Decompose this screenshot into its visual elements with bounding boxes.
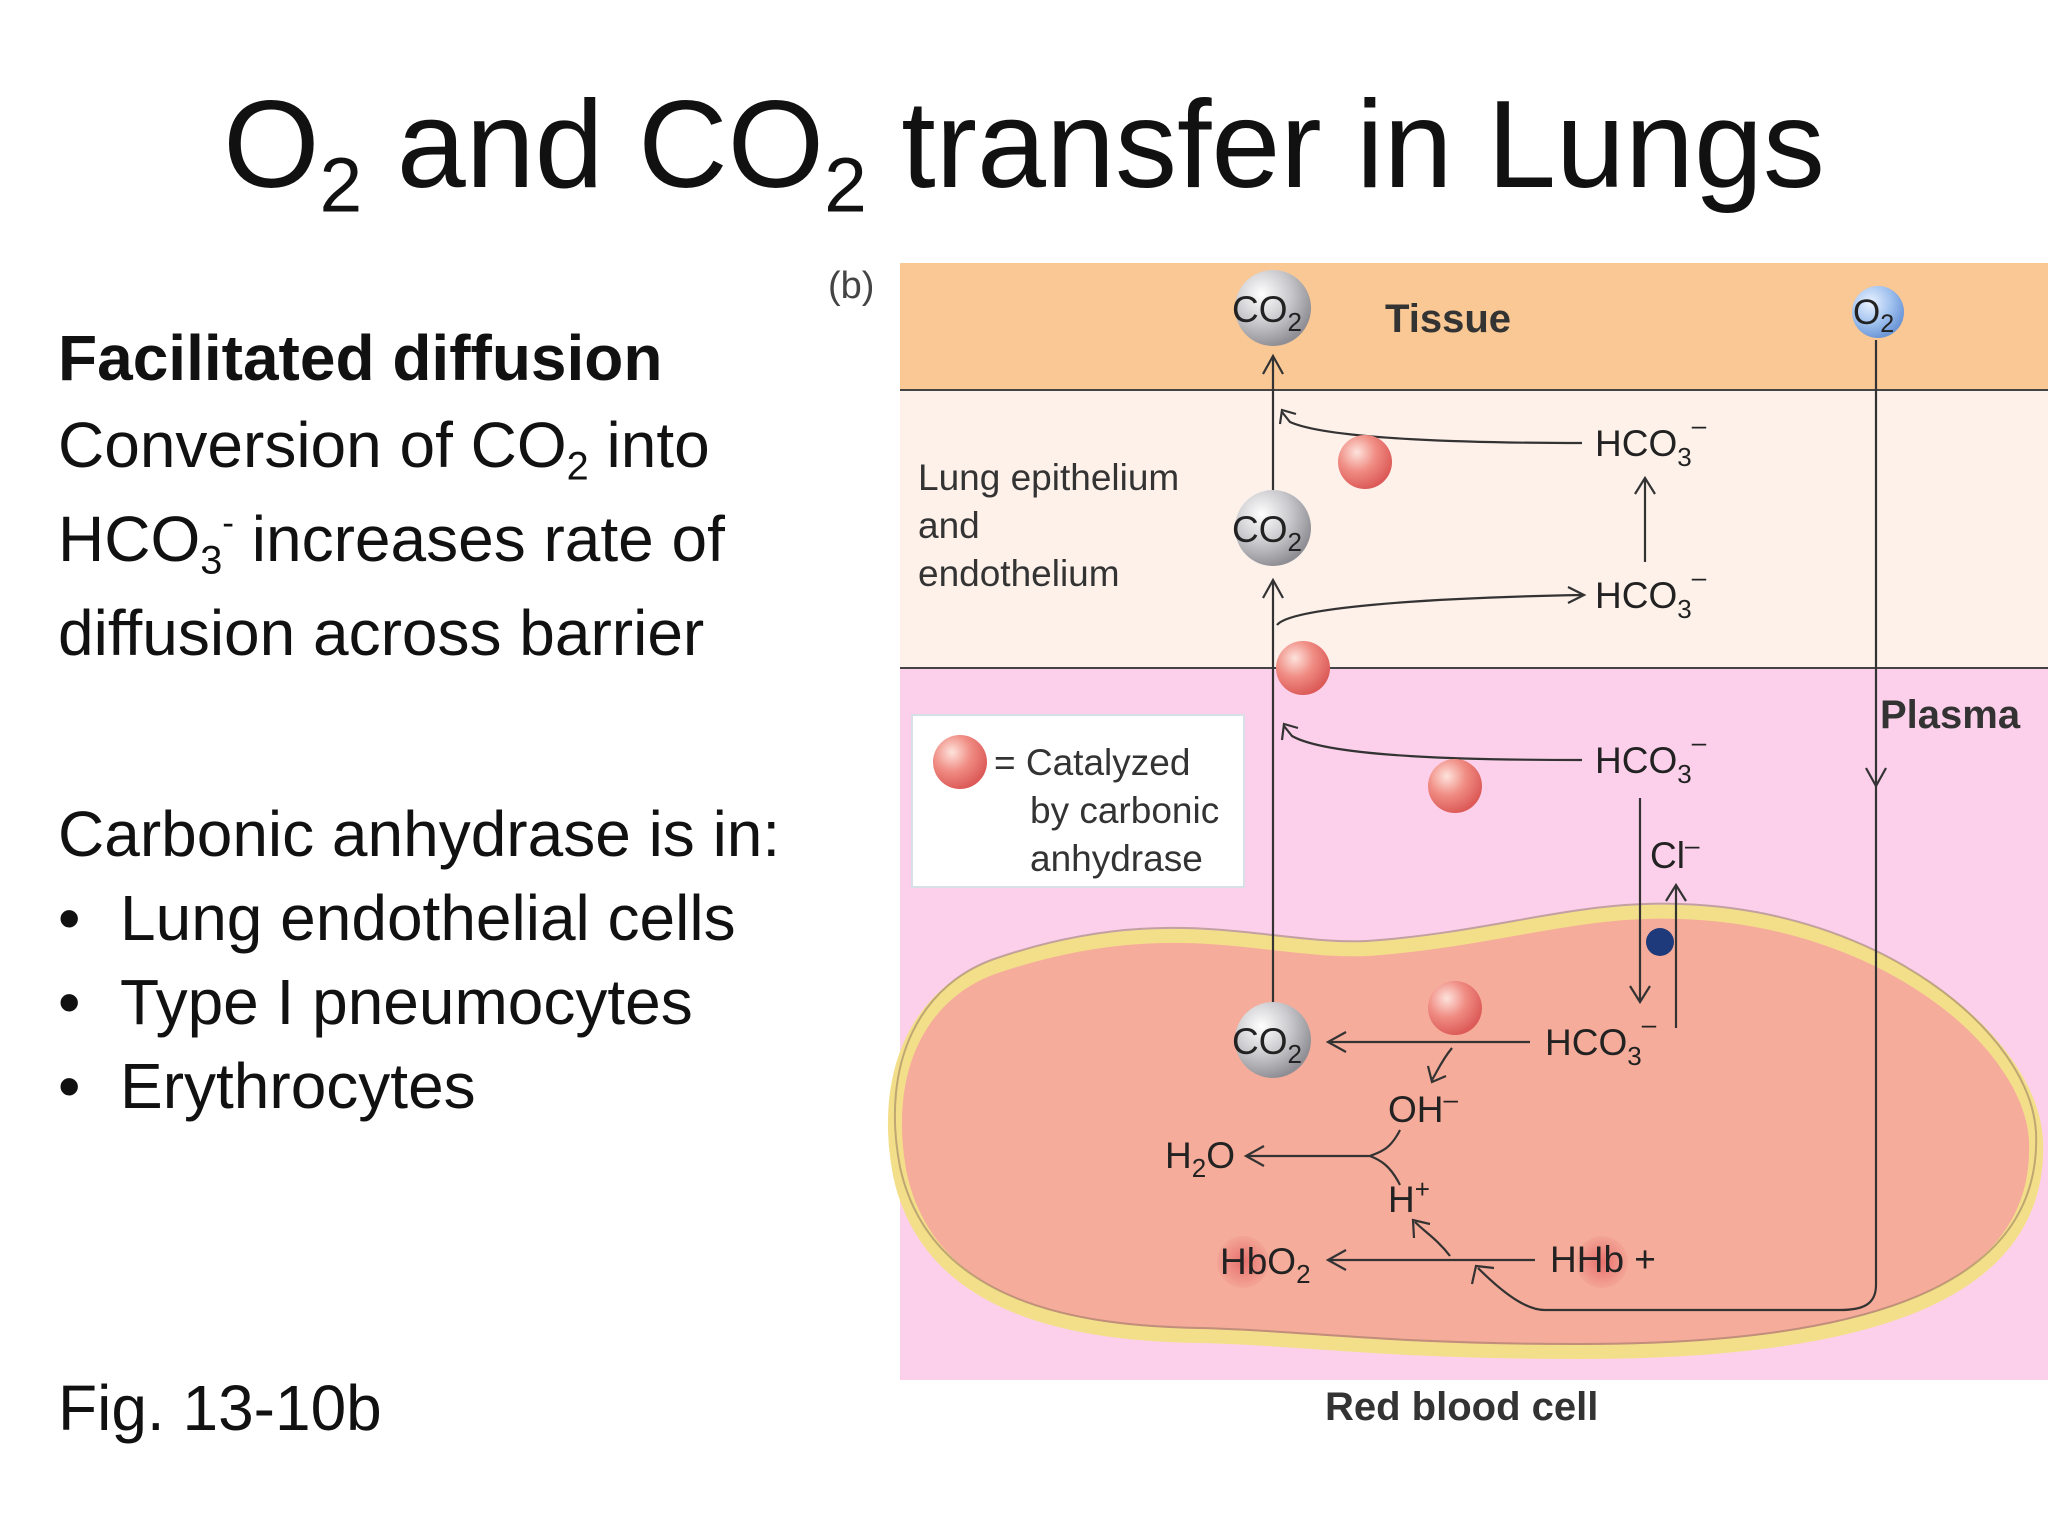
co2-label-rbc: CO2 bbox=[1232, 1021, 1302, 1069]
o2-sphere bbox=[1852, 286, 1904, 338]
hco3-label-epi-bottom: HCO3– bbox=[1595, 562, 1707, 624]
facilitated-diffusion-heading: Facilitated diffusion bbox=[58, 322, 663, 394]
h2o-label: H2O bbox=[1165, 1135, 1235, 1183]
oh-label: OH– bbox=[1388, 1084, 1459, 1130]
hbo2-label: HbO2 bbox=[1220, 1241, 1311, 1289]
pathway-arrows bbox=[1243, 340, 1887, 1312]
co2-sphere bbox=[1235, 270, 1311, 346]
hhb-sphere bbox=[1576, 1236, 1628, 1288]
hco3-label-epi-top: HCO3– bbox=[1595, 410, 1707, 472]
list-item: Type I pneumocytes bbox=[58, 960, 736, 1044]
o2-label: O2 bbox=[1853, 293, 1894, 338]
hco3-label-rbc: HCO3– bbox=[1545, 1009, 1657, 1071]
white-bottom bbox=[880, 1380, 2048, 1536]
h-ion-label: H+ bbox=[1388, 1174, 1430, 1220]
list-item: Erythrocytes bbox=[58, 1044, 736, 1128]
hhb-label: HHb + bbox=[1550, 1239, 1656, 1280]
body-line-2: HCO3- increases rate of bbox=[58, 503, 725, 583]
co2-label-tissue: CO2 bbox=[1232, 289, 1302, 337]
hbo2-sphere bbox=[1217, 1236, 1269, 1288]
epithelium-label: Lung epithelium and endothelium bbox=[918, 457, 1190, 594]
co2-sphere bbox=[1235, 490, 1311, 566]
enzyme-sphere bbox=[1276, 641, 1330, 695]
co2-label-epithelium: CO2 bbox=[1232, 509, 1302, 557]
carbonic-anhydrase-heading: Carbonic anhydrase is in: bbox=[58, 798, 781, 870]
rbc-label: Red blood cell bbox=[1325, 1385, 1598, 1429]
tissue-label: Tissue bbox=[1385, 297, 1511, 341]
figure-label: Fig. 13-10b bbox=[58, 1372, 382, 1444]
red-blood-cell bbox=[887, 904, 2044, 1360]
facilitated-diffusion-text: Conversion of CO2 into HCO3- increases r… bbox=[58, 398, 725, 680]
legend-enzyme-icon bbox=[933, 735, 987, 789]
enzyme-sphere bbox=[1428, 981, 1482, 1035]
cl-hco3-exchanger bbox=[1646, 928, 1674, 956]
enzyme-sphere bbox=[1428, 759, 1482, 813]
panel-label: (b) bbox=[828, 265, 874, 307]
hco3-label-plasma: HCO3– bbox=[1595, 727, 1707, 789]
cl-label: Cl– bbox=[1650, 830, 1700, 876]
carbonic-anhydrase-list: Lung endothelial cells Type I pneumocyte… bbox=[58, 876, 736, 1128]
epithelium-region bbox=[900, 390, 2048, 668]
body-line-1: Conversion of CO2 into bbox=[58, 409, 710, 489]
co2-sphere bbox=[1235, 1002, 1311, 1078]
slide-title: O2 and CO2 transfer in Lungs bbox=[223, 76, 1825, 229]
body-line-3: diffusion across barrier bbox=[58, 597, 705, 669]
enzyme-sphere bbox=[1338, 435, 1392, 489]
list-item: Lung endothelial cells bbox=[58, 876, 736, 960]
plasma-label: Plasma bbox=[1880, 693, 2021, 737]
legend-text: = Catalyzed by carbonic anhydrase bbox=[994, 742, 1230, 879]
